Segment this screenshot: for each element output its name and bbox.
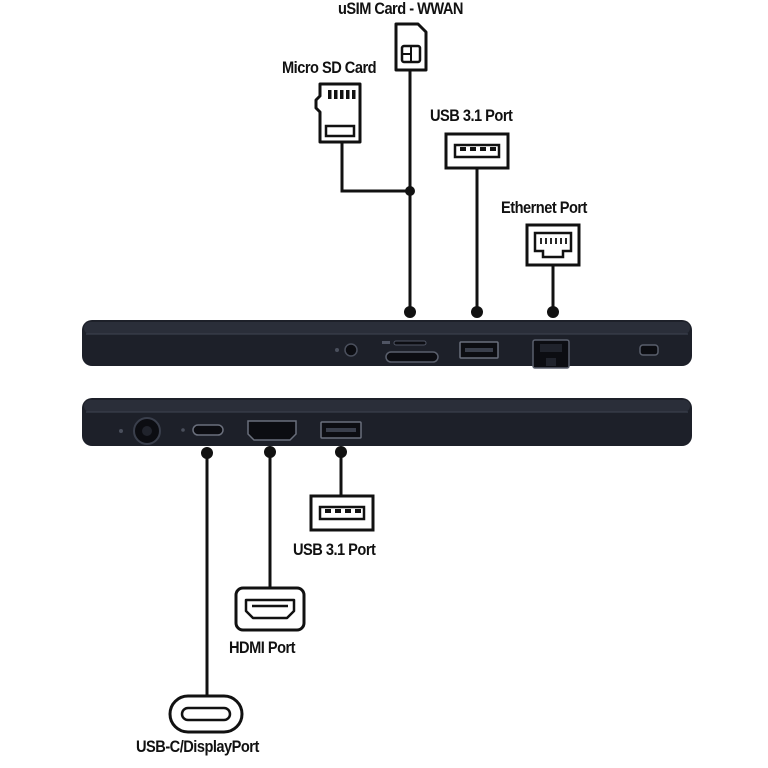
usb-a-port-icon xyxy=(444,132,510,170)
micro-sd-card-icon xyxy=(314,82,362,144)
sim-card-icon xyxy=(394,22,428,72)
usim-card-label: uSIM Card - WWAN xyxy=(338,0,463,18)
ethernet-port-icon xyxy=(525,223,581,267)
usb-top-label: USB 3.1 Port xyxy=(430,106,513,125)
audio-jack xyxy=(344,343,358,357)
ethernet-port-label: Ethernet Port xyxy=(501,198,587,217)
laptop-right-side xyxy=(82,320,692,369)
usb-c-port-left xyxy=(192,424,224,436)
lock-slot xyxy=(639,344,659,356)
callout-lines-bottom xyxy=(205,452,343,696)
usb-a-port-icon-bottom xyxy=(309,494,375,532)
callout-dots-bottom xyxy=(201,446,347,459)
laptop-left-side xyxy=(82,398,692,446)
sim-tray xyxy=(385,351,439,363)
usb-c-displayport-label: USB-C/DisplayPort xyxy=(136,737,259,756)
usb-bottom-label: USB 3.1 Port xyxy=(293,540,376,559)
usb-c-port-icon xyxy=(168,694,244,734)
hdmi-port-label: HDMI Port xyxy=(229,638,296,657)
microsd-slot xyxy=(393,340,427,346)
micro-sd-card-label: Micro SD Card xyxy=(282,58,377,77)
callout-dots-top xyxy=(404,186,559,318)
hdmi-port-icon xyxy=(234,586,306,632)
hdmi-port-left xyxy=(247,420,297,441)
